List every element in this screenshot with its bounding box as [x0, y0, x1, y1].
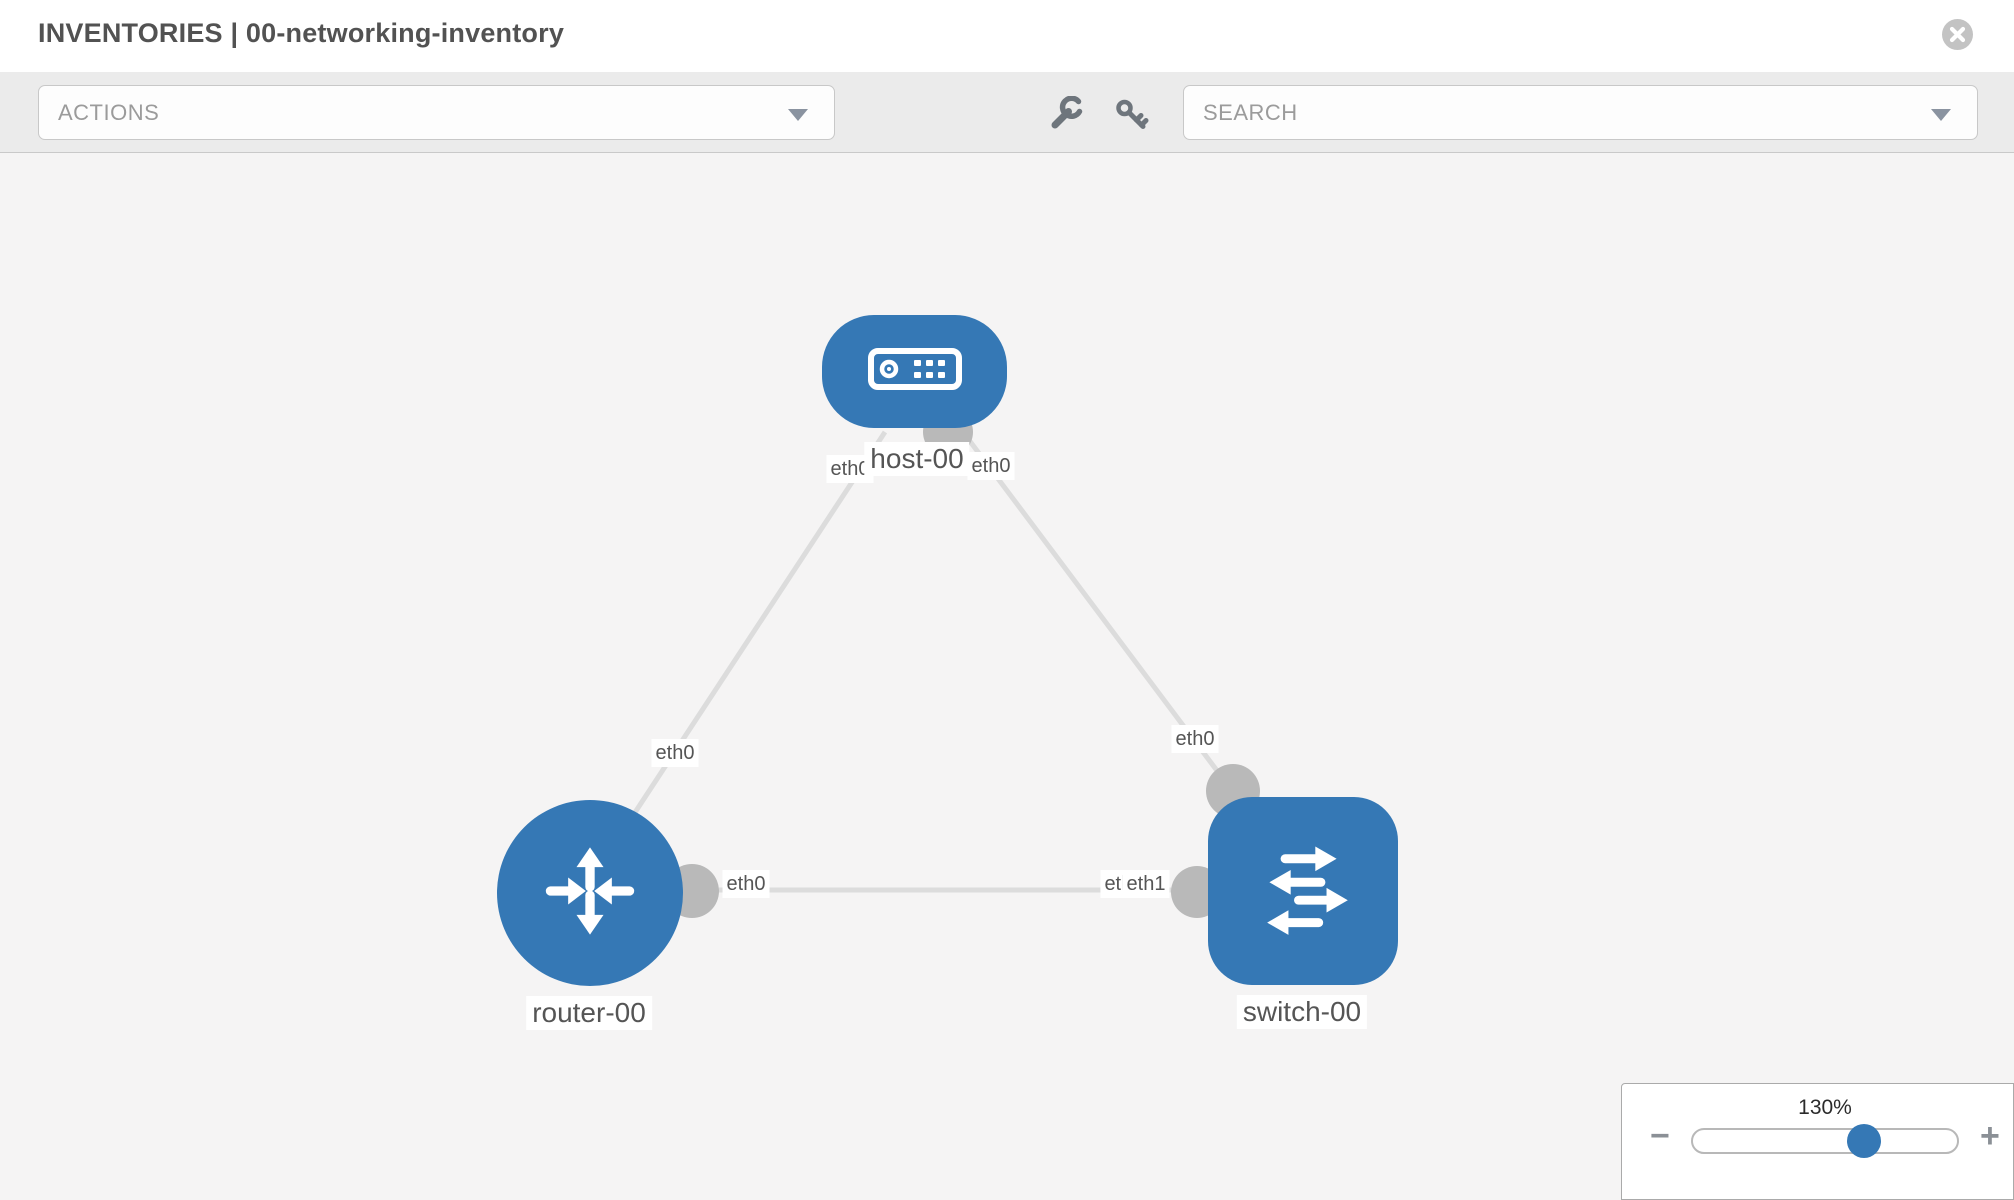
if-label: eth0 [967, 452, 1015, 480]
actions-dropdown[interactable]: ACTIONS [38, 85, 835, 140]
wrench-button[interactable] [1048, 95, 1084, 135]
if-label: eth0 [722, 870, 770, 898]
zoom-out-button[interactable]: − [1650, 1117, 1670, 1155]
wrench-icon [1048, 95, 1084, 135]
node-label-router: router-00 [526, 996, 652, 1030]
server-icon [867, 347, 963, 396]
zoom-level: 130% [1798, 1096, 1852, 1119]
node-label-switch: switch-00 [1236, 995, 1368, 1029]
search-dropdown[interactable]: SEARCH [1183, 85, 1978, 140]
key-icon [1113, 99, 1149, 135]
node-switch-00[interactable] [1208, 797, 1398, 985]
close-button[interactable] [1942, 19, 1973, 50]
chevron-down-icon [788, 109, 808, 121]
switch-arrows-icon [1247, 833, 1359, 950]
if-label: eth0 [651, 739, 699, 767]
page-title: INVENTORIES | 00-networking-inventory [38, 18, 565, 48]
zoom-panel: 130% − + [1621, 1083, 2014, 1200]
node-router-00[interactable] [497, 800, 683, 986]
if-label: eth1 [1122, 870, 1170, 898]
router-arrows-icon [538, 839, 642, 948]
chevron-down-icon [1931, 109, 1951, 121]
node-label-host: host-00 [864, 442, 970, 476]
search-placeholder: SEARCH [1203, 100, 1298, 125]
node-host-00[interactable] [822, 315, 1007, 428]
header: INVENTORIES | 00-networking-inventory [0, 0, 2014, 72]
key-button[interactable] [1113, 96, 1149, 132]
links-layer [627, 407, 1260, 918]
zoom-slider-track[interactable] [1691, 1124, 1959, 1158]
toolbar: ACTIONS [0, 72, 2014, 153]
zoom-in-button[interactable]: + [1980, 1117, 2000, 1155]
if-label: eth0 [1171, 725, 1219, 753]
topology-canvas[interactable]: eth0 eth0 eth0 eth0 eth0 etl eth1 host-0… [0, 153, 2014, 1200]
actions-dropdown-label: ACTIONS [58, 100, 160, 125]
zoom-slider-handle[interactable] [1847, 1124, 1881, 1158]
